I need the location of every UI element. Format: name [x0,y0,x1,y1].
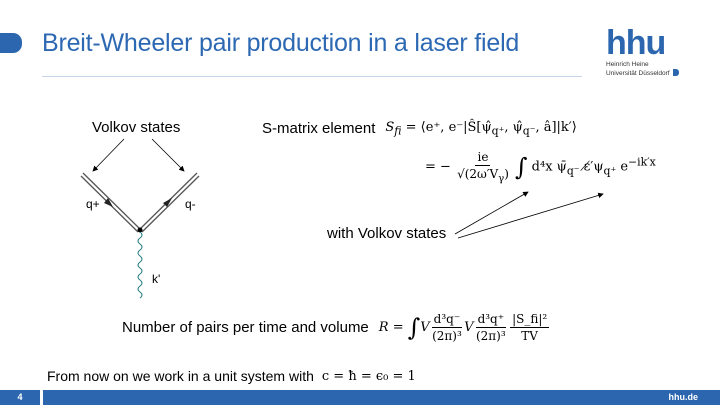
vertex [137,227,143,233]
pairs-row: Number of pairs per time and volume R = … [122,312,551,343]
volkov-states-label: Volkov states [92,119,181,136]
units-label: From now on we work in a unit system wit… [47,368,314,384]
smatrix-label: S-matrix element [262,120,376,138]
units-row: From now on we work in a unit system wit… [47,368,416,384]
volkov-arrow-right [151,138,185,172]
eq-part: R = [378,320,404,335]
denominator: (2π)³ [475,329,506,343]
eq-part: ɛ̸′ψ [579,159,604,175]
eq-part: V [464,320,474,335]
smatrix-expansion: = − ie√(2ω′Vγ) ∫ d⁴x ψ̄q⁻ ɛ̸′ψq⁺ e−ik′x [425,150,656,184]
units-equation: c = ħ = ϵ₀ = 1 [321,368,416,384]
logo-line-1: Heinrich Heine [606,61,649,68]
positron-line [80,172,141,233]
logo-line-2: Universität Düsseldorf [606,70,670,77]
numerator: d³q⁺ [475,312,507,328]
hhu-logo: hhu Heinrich Heine Universität Düsseldor… [606,26,696,78]
footer-site: hhu.de [668,392,699,402]
denominator: (2π)³ [432,329,462,343]
eq-part: d⁴x ψ̄ [531,159,567,175]
slide-title: Breit-Wheeler pair production in a laser… [42,29,520,57]
integral-sign: ∫ [407,313,421,342]
with-volkov-label: with Volkov states [327,225,447,242]
fraction: d³q⁺(2π)³ [475,312,507,343]
eq-sub: q⁻ [566,164,580,178]
eq-sub: q⁺ [603,164,617,178]
eq-sub: q⁺ [491,124,505,138]
eq-part: = ⟨e⁺, e⁻|Ŝ[ψ̂ [401,120,492,135]
eq-symbol: S [385,120,395,135]
eq-part: , â]|k′⟩ [535,120,577,135]
volkov-arrow-left [92,138,125,172]
eq-sub: fi [394,124,402,138]
logo-mark: hhu [606,24,666,62]
denominator: √(2ω′V [457,167,499,181]
footer-bar [43,390,720,405]
denominator: TV [521,329,538,343]
title-accent-tab [0,33,22,53]
pointer-arrow-1 [454,191,529,235]
eq-sub: γ [498,173,505,185]
eq-part: , ψ̂ [504,120,523,135]
smatrix-row: S-matrix element Sfi = ⟨e⁺, e⁻|Ŝ[ψ̂q⁺, ψ… [262,120,577,138]
page-number: 4 [0,390,40,405]
q-minus-label: q- [185,197,196,211]
integral-sign: ∫ [515,153,528,182]
eq-sub: q⁻ [522,124,536,138]
q-plus-label: q+ [86,197,100,211]
k-prime-label: k' [152,272,161,286]
eq-part: = − [425,159,451,175]
eq-part: e [616,159,629,175]
logo-dot-icon [672,69,679,76]
pairs-label: Number of pairs per time and volume [122,319,369,336]
title-divider [42,76,582,77]
eq-part: ) [504,167,509,181]
eq-sup: −ik′x [628,155,656,169]
photon-wavy-line [137,231,143,299]
smatrix-equation: Sfi = ⟨e⁺, e⁻|Ŝ[ψ̂q⁺, ψ̂q⁻, â]|k′⟩ [385,120,576,138]
electron-line [139,172,200,233]
numerator: |S_fi|² [510,312,550,328]
fraction: ie√(2ω′Vγ) [457,150,509,184]
pointer-arrow-2 [457,192,604,239]
fraction: d³q⁻(2π)³ [431,312,463,343]
numerator: d³q⁻ [431,312,463,328]
numerator: ie [475,150,491,166]
eq-part: V [420,320,430,335]
